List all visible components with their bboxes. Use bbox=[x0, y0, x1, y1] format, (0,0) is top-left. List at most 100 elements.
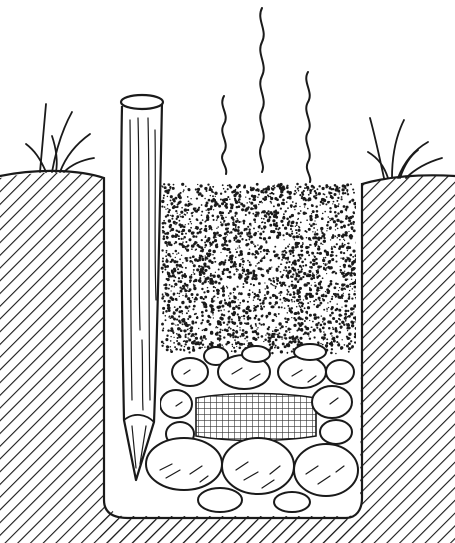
gravel-dot bbox=[341, 198, 343, 200]
gravel-dot bbox=[162, 258, 164, 260]
gravel-dot bbox=[187, 287, 188, 288]
gravel-dot bbox=[186, 312, 188, 314]
gravel-dot bbox=[339, 193, 340, 194]
gravel-dot bbox=[307, 199, 310, 202]
gravel-dot bbox=[279, 195, 282, 198]
gravel-dot bbox=[163, 328, 165, 330]
gravel-dot bbox=[239, 302, 241, 304]
gravel-dot bbox=[310, 224, 313, 227]
gravel-dot bbox=[235, 193, 238, 196]
gravel-dot bbox=[274, 347, 276, 349]
gravel-dot bbox=[273, 223, 276, 226]
gravel-dot bbox=[273, 344, 274, 345]
gravel-dot bbox=[215, 287, 216, 288]
gravel-dot bbox=[228, 212, 230, 214]
gravel-dot bbox=[274, 313, 277, 316]
gravel-dot bbox=[239, 194, 241, 196]
gravel-dot bbox=[341, 188, 344, 191]
gravel-dot bbox=[214, 295, 216, 297]
gravel-dot bbox=[215, 237, 216, 238]
gravel-dot bbox=[187, 257, 188, 258]
gravel-dot bbox=[172, 253, 174, 255]
gravel-dot bbox=[348, 333, 351, 336]
gravel-dot bbox=[271, 192, 273, 194]
gravel-dot bbox=[291, 230, 293, 232]
gravel-dot bbox=[267, 219, 270, 222]
gravel-dot bbox=[290, 206, 292, 208]
gravel-dot bbox=[336, 200, 338, 202]
gravel-dot bbox=[314, 220, 315, 221]
gravel-dot bbox=[328, 285, 331, 288]
gravel-dot bbox=[188, 203, 191, 206]
gravel-dot bbox=[344, 313, 347, 316]
gravel-dot bbox=[235, 256, 237, 258]
gravel-dot bbox=[190, 198, 191, 199]
gravel-dot bbox=[167, 237, 169, 239]
gravel-dot bbox=[314, 284, 317, 287]
gravel-dot bbox=[191, 248, 193, 250]
gravel-dot bbox=[272, 319, 275, 322]
gravel-dot bbox=[345, 185, 347, 187]
gravel-dot bbox=[262, 221, 264, 223]
gravel-dot bbox=[301, 266, 303, 268]
gravel-dot bbox=[258, 215, 259, 216]
gravel-dot bbox=[344, 192, 346, 194]
gravel-dot bbox=[212, 254, 213, 255]
gravel-dot bbox=[289, 244, 290, 245]
gravel-dot bbox=[337, 197, 339, 199]
gravel-dot bbox=[334, 235, 336, 237]
gravel-dot bbox=[188, 229, 191, 232]
gravel-dot bbox=[224, 299, 225, 300]
gravel-dot bbox=[190, 227, 192, 229]
gravel-dot bbox=[220, 329, 222, 331]
gravel-dot bbox=[168, 219, 171, 222]
gravel-dot bbox=[295, 243, 298, 246]
gravel-dot bbox=[179, 306, 182, 309]
gravel-dot bbox=[175, 234, 178, 237]
gravel-dot bbox=[202, 343, 204, 345]
gravel-dot bbox=[289, 191, 292, 194]
gravel-dot bbox=[330, 352, 333, 355]
gravel-dot bbox=[314, 233, 317, 236]
gravel-dot bbox=[203, 306, 205, 308]
gravel-dot bbox=[187, 318, 189, 320]
gravel-dot bbox=[232, 222, 234, 224]
gravel-dot bbox=[259, 237, 261, 239]
gravel-dot bbox=[343, 205, 346, 208]
gravel-dot bbox=[298, 190, 300, 192]
gravel-dot bbox=[281, 264, 282, 265]
gravel-dot bbox=[315, 205, 317, 207]
gravel-dot bbox=[353, 192, 355, 194]
gravel-dot bbox=[195, 241, 197, 243]
gravel-dot bbox=[306, 313, 307, 314]
gravel-dot bbox=[170, 349, 172, 351]
gravel-dot bbox=[287, 328, 290, 331]
gravel-dot bbox=[306, 327, 309, 330]
gravel-dot bbox=[212, 241, 215, 244]
gravel-dot bbox=[264, 190, 267, 193]
gravel-dot bbox=[295, 226, 296, 227]
gravel-dot bbox=[176, 264, 179, 267]
gravel-dot bbox=[246, 191, 249, 194]
gravel-dot bbox=[313, 277, 315, 279]
gravel-dot bbox=[351, 199, 354, 202]
gravel-dot bbox=[290, 228, 292, 230]
gravel-dot bbox=[255, 204, 257, 206]
gravel-dot bbox=[261, 218, 263, 220]
gravel-dot bbox=[199, 231, 202, 234]
gravel-dot bbox=[346, 324, 349, 327]
gravel-dot bbox=[339, 245, 342, 248]
gravel-dot bbox=[295, 272, 296, 273]
gravel-dot bbox=[199, 281, 201, 283]
gravel-dot bbox=[198, 207, 200, 209]
gravel-dot bbox=[328, 307, 329, 308]
gravel-dot bbox=[301, 305, 303, 307]
gravel-dot bbox=[268, 278, 271, 281]
gravel-dot bbox=[180, 345, 182, 347]
gravel-dot bbox=[276, 278, 278, 280]
gravel-dot bbox=[250, 241, 253, 244]
gravel-dot bbox=[212, 186, 214, 188]
gravel-dot bbox=[315, 262, 318, 265]
gravel-dot bbox=[163, 197, 165, 199]
gravel-dot bbox=[321, 230, 323, 232]
